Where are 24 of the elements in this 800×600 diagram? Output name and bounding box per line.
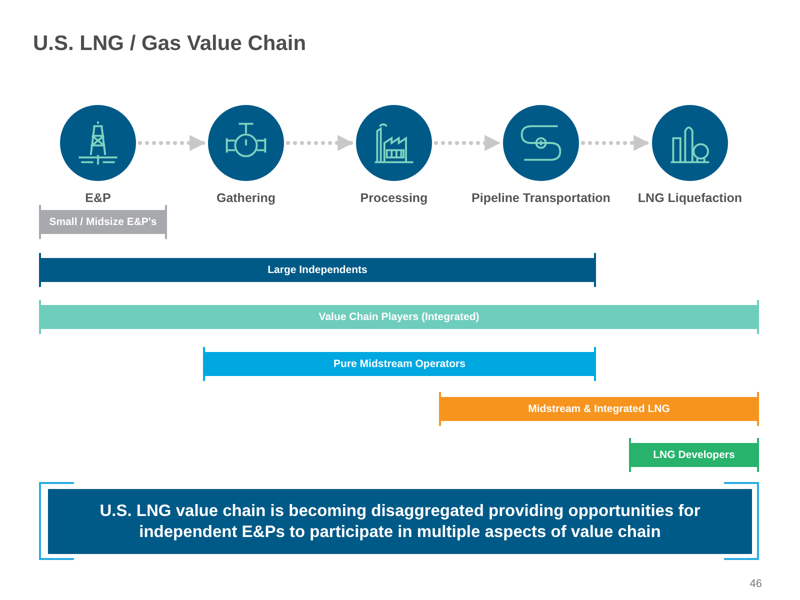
range-bar <box>630 443 758 467</box>
bar-label: Large Independents <box>268 264 368 276</box>
range-bar <box>204 352 595 376</box>
callout-box: U.S. LNG value chain is becoming disaggregated providing opportunities for independent E&Ps to participate in multiple aspects of value chain <box>48 489 752 554</box>
stage-label: LNG Liquefaction <box>636 191 744 205</box>
dotted-arrow <box>286 135 354 151</box>
dotted-arrow <box>434 135 501 151</box>
range-bar <box>40 258 595 282</box>
bar-label: Value Chain Players (Integrated) <box>318 311 480 323</box>
stage-label: Processing <box>359 191 429 205</box>
bar-label: Small / Midsize E&P's <box>49 216 157 228</box>
page-number: 46 <box>750 578 762 590</box>
bar-label: Midstream & Integrated LNG <box>528 403 670 415</box>
range-bar <box>40 210 166 234</box>
slide-title: U.S. LNG / Gas Value Chain <box>33 32 306 56</box>
stage-label: Pipeline Transportation <box>470 191 612 205</box>
dotted-arrow <box>138 135 206 151</box>
dotted-arrow <box>581 135 650 151</box>
range-bar <box>40 305 758 329</box>
stage-label: E&P <box>84 191 112 205</box>
range-bar <box>440 397 758 421</box>
stage-label: Gathering <box>215 191 277 205</box>
bar-label: LNG Developers <box>653 449 735 461</box>
bar-label: Pure Midstream Operators <box>334 358 466 370</box>
